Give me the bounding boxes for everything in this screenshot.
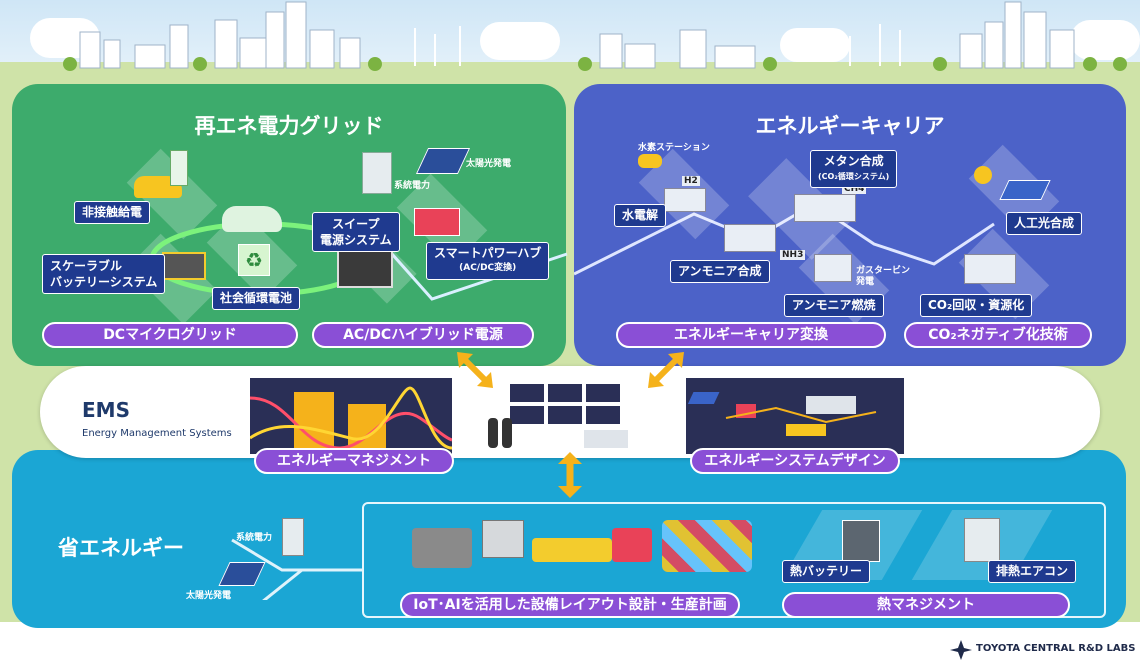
scalable-battery-label: スケーラブル バッテリーシステム — [42, 254, 166, 294]
press-icon — [482, 520, 524, 558]
gas-turbine-icon — [814, 254, 852, 282]
ems-subtitle: Energy Management Systems — [82, 428, 232, 439]
company-logo: TOYOTA CENTRAL R&D LABS — [950, 640, 1135, 660]
factory-frame — [362, 502, 1106, 618]
ch4-tag: CH4 — [842, 184, 867, 194]
bidirectional-arrow-icon — [457, 352, 493, 388]
charger-icon — [170, 150, 188, 186]
scalable-line2: バッテリーシステム — [50, 275, 158, 289]
co2-recovery-icon — [964, 254, 1016, 284]
grid-power-text: 系統電力 — [236, 533, 273, 543]
electrolysis-label: 水電解 — [614, 204, 667, 227]
heat-battery-label: 熱バッテリー — [782, 560, 871, 583]
carrier-network-lines — [574, 202, 995, 276]
carrier-conversion-pill: エネルギーキャリア変換 — [616, 322, 886, 348]
power-plant-icon — [282, 518, 304, 556]
smart-hub-label: スマートパワーハブ (AC/DC変換) — [426, 242, 550, 280]
sweep-line2: 電源システム — [320, 233, 392, 247]
h2-tag: H2 — [682, 176, 700, 186]
contactless-label: 非接触給電 — [74, 201, 151, 224]
electrolyzer-icon — [664, 188, 706, 212]
monitor-icon — [586, 406, 620, 424]
scalable-line1: スケーラブル — [50, 259, 123, 273]
cloud — [480, 22, 560, 60]
ev-car-icon — [222, 206, 282, 232]
monitor-icon — [510, 384, 544, 402]
solar-panel-icon — [415, 148, 471, 174]
logo-mark-icon — [950, 640, 972, 660]
solar-text: 太陽光発電 — [466, 159, 512, 169]
heat-management-pill: 熱マネジメント — [782, 592, 1070, 618]
city-skyline — [63, 1, 1127, 71]
monitor-icon — [548, 384, 582, 402]
panel-title: エネルギーキャリア — [755, 114, 945, 138]
exhaust-ac-icon — [964, 518, 1000, 562]
methane-title: メタン合成 — [823, 154, 884, 168]
artificial-photosynthesis-label: 人工光合成 — [1006, 212, 1083, 235]
bidirectional-arrow-icon — [648, 352, 684, 388]
heat-battery-icon — [842, 520, 880, 562]
co2-recovery-label: CO₂回収・資源化 — [920, 294, 1033, 317]
smart-hub-sub: (AC/DC変換) — [459, 263, 517, 273]
robot-arm-icon — [532, 538, 612, 562]
panel-title: 再エネ電力グリッド — [194, 114, 384, 138]
co2-negative-pill: CO₂ネガティブ化技術 — [904, 322, 1092, 348]
power-plant-icon — [362, 152, 392, 194]
ammonia-synthesis-label: アンモニア合成 — [670, 260, 770, 283]
circular-battery-label: 社会循環電池 — [212, 287, 301, 310]
recycle-icon: ♻ — [238, 244, 270, 276]
methane-sub: (CO₂循環システム) — [818, 172, 890, 181]
ammonia-plant-icon — [724, 224, 776, 252]
methane-label: メタン合成 (CO₂循環システム) — [810, 150, 898, 188]
sun-icon — [974, 166, 992, 184]
cloud — [1070, 20, 1140, 60]
acdc-hybrid-pill: AC/DCハイブリッド電源 — [312, 322, 534, 348]
panel-title: 省エネルギー — [58, 536, 184, 560]
ems-band: EMS Energy Management Systems エネルギーマネジメン… — [40, 366, 1100, 474]
person-icon — [502, 418, 512, 448]
saving-connector-line — [231, 538, 362, 600]
methane-plant-icon — [794, 194, 856, 222]
ammonia-combustion-label: アンモニア燃焼 — [784, 294, 884, 317]
iot-ai-layout-pill: IoT･AIを活用した設備レイアウト設計・生産計画 — [400, 592, 740, 618]
monitor-icon — [548, 406, 582, 424]
battery-cart-icon — [162, 252, 206, 280]
gas-turbine-line1: ガスタービン — [856, 266, 911, 276]
energy-management-chart — [250, 378, 452, 454]
energy-carrier-panel: エネルギーキャリア 水素ステーション H2 CH4 NH3 水電解 メタン合成 … — [574, 84, 1126, 366]
h2-station-text: 水素ステーション — [638, 143, 710, 153]
dc-microgrid-pill: DCマイクログリッド — [42, 322, 298, 348]
paint-booth-icon — [612, 528, 652, 562]
sweep-line1: スイープ — [332, 217, 380, 231]
gas-turbine-text: ガスタービン 発電 — [856, 266, 910, 288]
nh3-tag: NH3 — [780, 250, 806, 260]
energy-management-pill: エネルギーマネジメント — [254, 448, 454, 474]
desk-icon — [584, 430, 628, 448]
person-icon — [488, 418, 498, 448]
bidirectional-arrow-icon — [558, 452, 582, 498]
exhaust-ac-label: 排熱エアコン — [988, 560, 1077, 583]
energy-system-design-diagram — [686, 378, 904, 454]
smart-hub-icon — [414, 208, 460, 236]
smart-hub-title: スマートパワーハブ — [434, 246, 542, 260]
cloud — [780, 28, 850, 62]
renewable-grid-panel: 再エネ電力グリッド ♻ 非接触給電 スケーラブル バッテリーシステム 社会循環電… — [12, 84, 568, 366]
machine-icon — [412, 528, 472, 568]
energy-system-design-pill: エネルギーシステムデザイン — [690, 448, 900, 474]
control-room-icon — [480, 378, 640, 450]
ems-title: EMS — [82, 398, 130, 422]
sweep-power-label: スイープ 電源システム — [312, 212, 400, 252]
logo-text: TOYOTA CENTRAL R&D LABS — [976, 643, 1136, 654]
battery-array-icon — [337, 248, 393, 288]
grid-power-text: 系統電力 — [394, 181, 431, 191]
gas-turbine-line2: 発電 — [856, 277, 875, 287]
solar-text: 太陽光発電 — [186, 591, 232, 601]
car-icon — [638, 154, 662, 168]
monitor-icon — [510, 406, 544, 424]
cars-lot-icon — [662, 520, 752, 572]
monitor-icon — [586, 384, 620, 402]
